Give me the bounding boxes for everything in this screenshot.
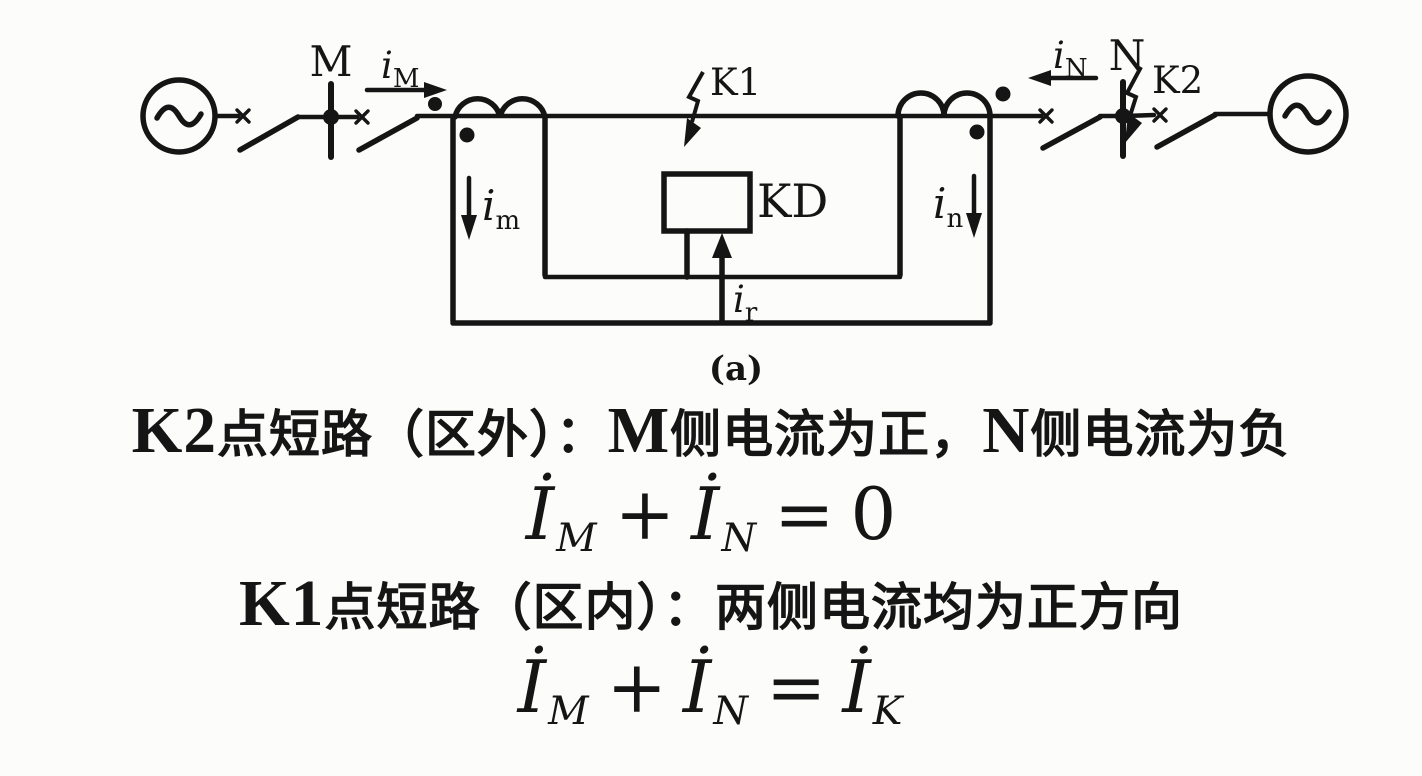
statement-internal-cjk2: 两侧电流均为正方向 — [714, 580, 1183, 637]
polarity-dot — [428, 97, 442, 111]
bus-m-label: M — [309, 37, 352, 86]
disconnector-left-inner-icon — [328, 109, 420, 153]
formula-internal-fault: İM+İN=İK — [0, 641, 1422, 737]
plus-sign: + — [606, 644, 667, 729]
fault-k2-label: K2 — [1152, 59, 1203, 102]
equals-sign: = — [774, 472, 835, 557]
statement-external-n: N — [982, 395, 1031, 467]
fault-k2-marker: K2 — [1124, 59, 1203, 143]
phasor-im-sub: M — [556, 515, 597, 562]
bus-m: M — [309, 37, 353, 160]
phasor-im: İ — [525, 472, 555, 557]
phasor-in: İ — [682, 644, 712, 729]
fault-k1-label: K1 — [710, 61, 761, 104]
current-in-label: iN — [1053, 34, 1088, 84]
equals-sign: = — [766, 644, 827, 729]
phasor-in-sub: N — [713, 687, 749, 734]
zero-value: 0 — [850, 472, 897, 557]
phasor-im-sub: M — [548, 687, 589, 734]
polarity-dot — [969, 124, 985, 140]
statement-external-fault: K2点短路（区外）：M侧电流为正，N侧电流为负 — [0, 398, 1422, 466]
plus-sign: + — [614, 472, 676, 557]
phasor-im: İ — [517, 644, 547, 729]
current-transformer-right-icon — [895, 86, 1011, 324]
disconnector-right-inner-icon — [1038, 108, 1126, 151]
current-im-secondary-label: im — [482, 181, 520, 236]
ac-source-right-icon — [1267, 73, 1349, 155]
statement-external-cjk3: 侧电流为负 — [1030, 408, 1291, 464]
current-im-secondary-arrow: im — [461, 175, 520, 240]
phasor-in: İ — [691, 472, 720, 557]
disconnector-left-outer-icon — [212, 108, 334, 153]
statement-internal-cjk1: 点短路（区内）： — [324, 580, 715, 637]
statement-external-cjk1: 点短路（区外）： — [217, 408, 608, 464]
current-transformer-left-icon — [428, 96, 548, 324]
phasor-ik-sub: K — [872, 687, 903, 734]
current-im-label: iM — [381, 44, 419, 94]
current-im-arrow: iM — [364, 44, 447, 98]
diagram-caption: (a) — [709, 349, 763, 389]
relay-kd-label: KD — [757, 174, 828, 228]
formula-external-fault: İM+İN=0 — [0, 468, 1422, 564]
current-in-secondary-label: in — [933, 179, 963, 234]
statement-external-cjk2: 侧电流为正， — [670, 408, 983, 464]
polarity-dot — [995, 86, 1011, 102]
current-in-secondary-arrow: in — [933, 173, 982, 238]
ac-source-left-icon — [140, 77, 218, 155]
statement-internal-fault: K1点短路（区内）：两侧电流均为正方向 — [0, 571, 1422, 639]
statement-external-k2: K2 — [131, 395, 218, 467]
polarity-dot — [459, 127, 475, 143]
current-in-arrow: iN — [1028, 34, 1099, 86]
phasor-ik: İ — [842, 644, 871, 729]
disconnector-right-outer-icon — [1120, 107, 1273, 150]
statement-internal-k1: K1 — [239, 567, 325, 640]
protection-circuit-diagram: M iM — [140, 31, 1349, 389]
phasor-in-sub: N — [721, 515, 757, 562]
relay-kd: KD ir — [661, 171, 828, 328]
fault-k1-marker: K1 — [684, 61, 761, 147]
statement-external-m: M — [607, 395, 671, 467]
